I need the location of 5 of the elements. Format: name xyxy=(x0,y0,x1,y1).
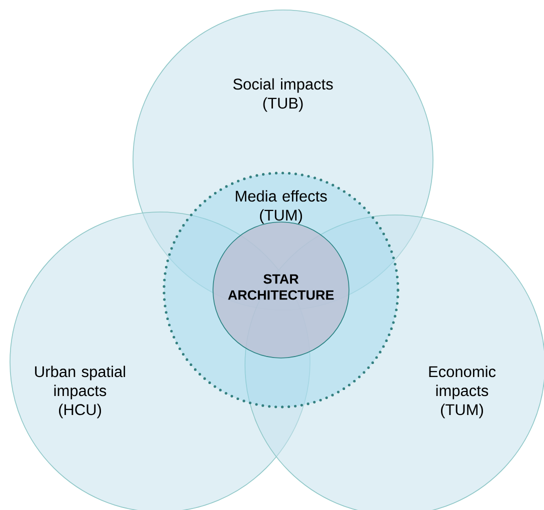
node-label: Social impacts (TUB) xyxy=(233,78,333,112)
node-label: Economic impacts (TUM) xyxy=(429,366,496,418)
node-label: Urban spatial impacts (HCU) xyxy=(35,366,126,418)
node-label: Media effects (TUM) xyxy=(236,190,327,224)
node-label: STAR ARCHITECTURE xyxy=(228,274,334,300)
